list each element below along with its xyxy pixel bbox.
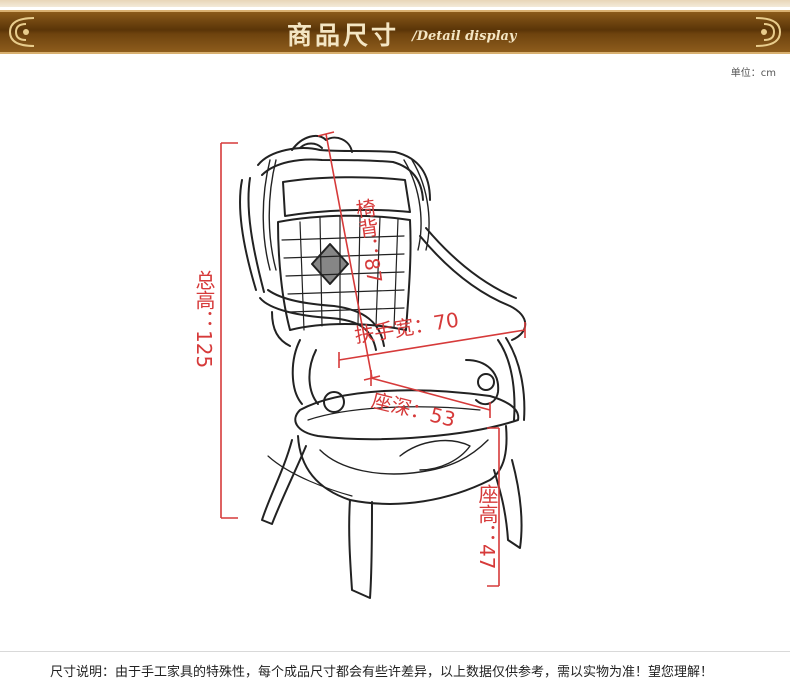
top-strip [0, 0, 790, 7]
seat-height-ticks [487, 427, 499, 587]
scroll-ornament-icon [755, 17, 782, 47]
divider [0, 651, 790, 652]
back-height-line [325, 133, 373, 379]
armrest-width-line [338, 329, 526, 361]
section-title-en: /Detail display [412, 29, 516, 44]
total-height-label: 总高：125 [192, 270, 216, 369]
title-en-text: Detail display [416, 29, 517, 44]
section-banner: 商品尺寸 /Detail display [0, 10, 790, 54]
seat-depth-ticks [370, 370, 491, 418]
total-height-ticks [221, 142, 238, 519]
size-disclaimer: 尺寸说明：由于手工家具的特殊性，每个成品尺寸都会有些许差异，以上数据仅供参考，需… [50, 665, 714, 680]
seat-depth-line [370, 377, 491, 411]
armrest-width-ticks [338, 322, 526, 368]
unit-label: 单位：cm [730, 68, 776, 79]
seat-height-label: 座高：47 [475, 484, 499, 570]
dimension-lines [220, 131, 526, 587]
scroll-ornament-icon [8, 17, 35, 47]
rattan-chair-icon [239, 134, 527, 599]
section-title-cn: 商品尺寸 [287, 21, 400, 50]
title-separator: / [412, 29, 417, 44]
